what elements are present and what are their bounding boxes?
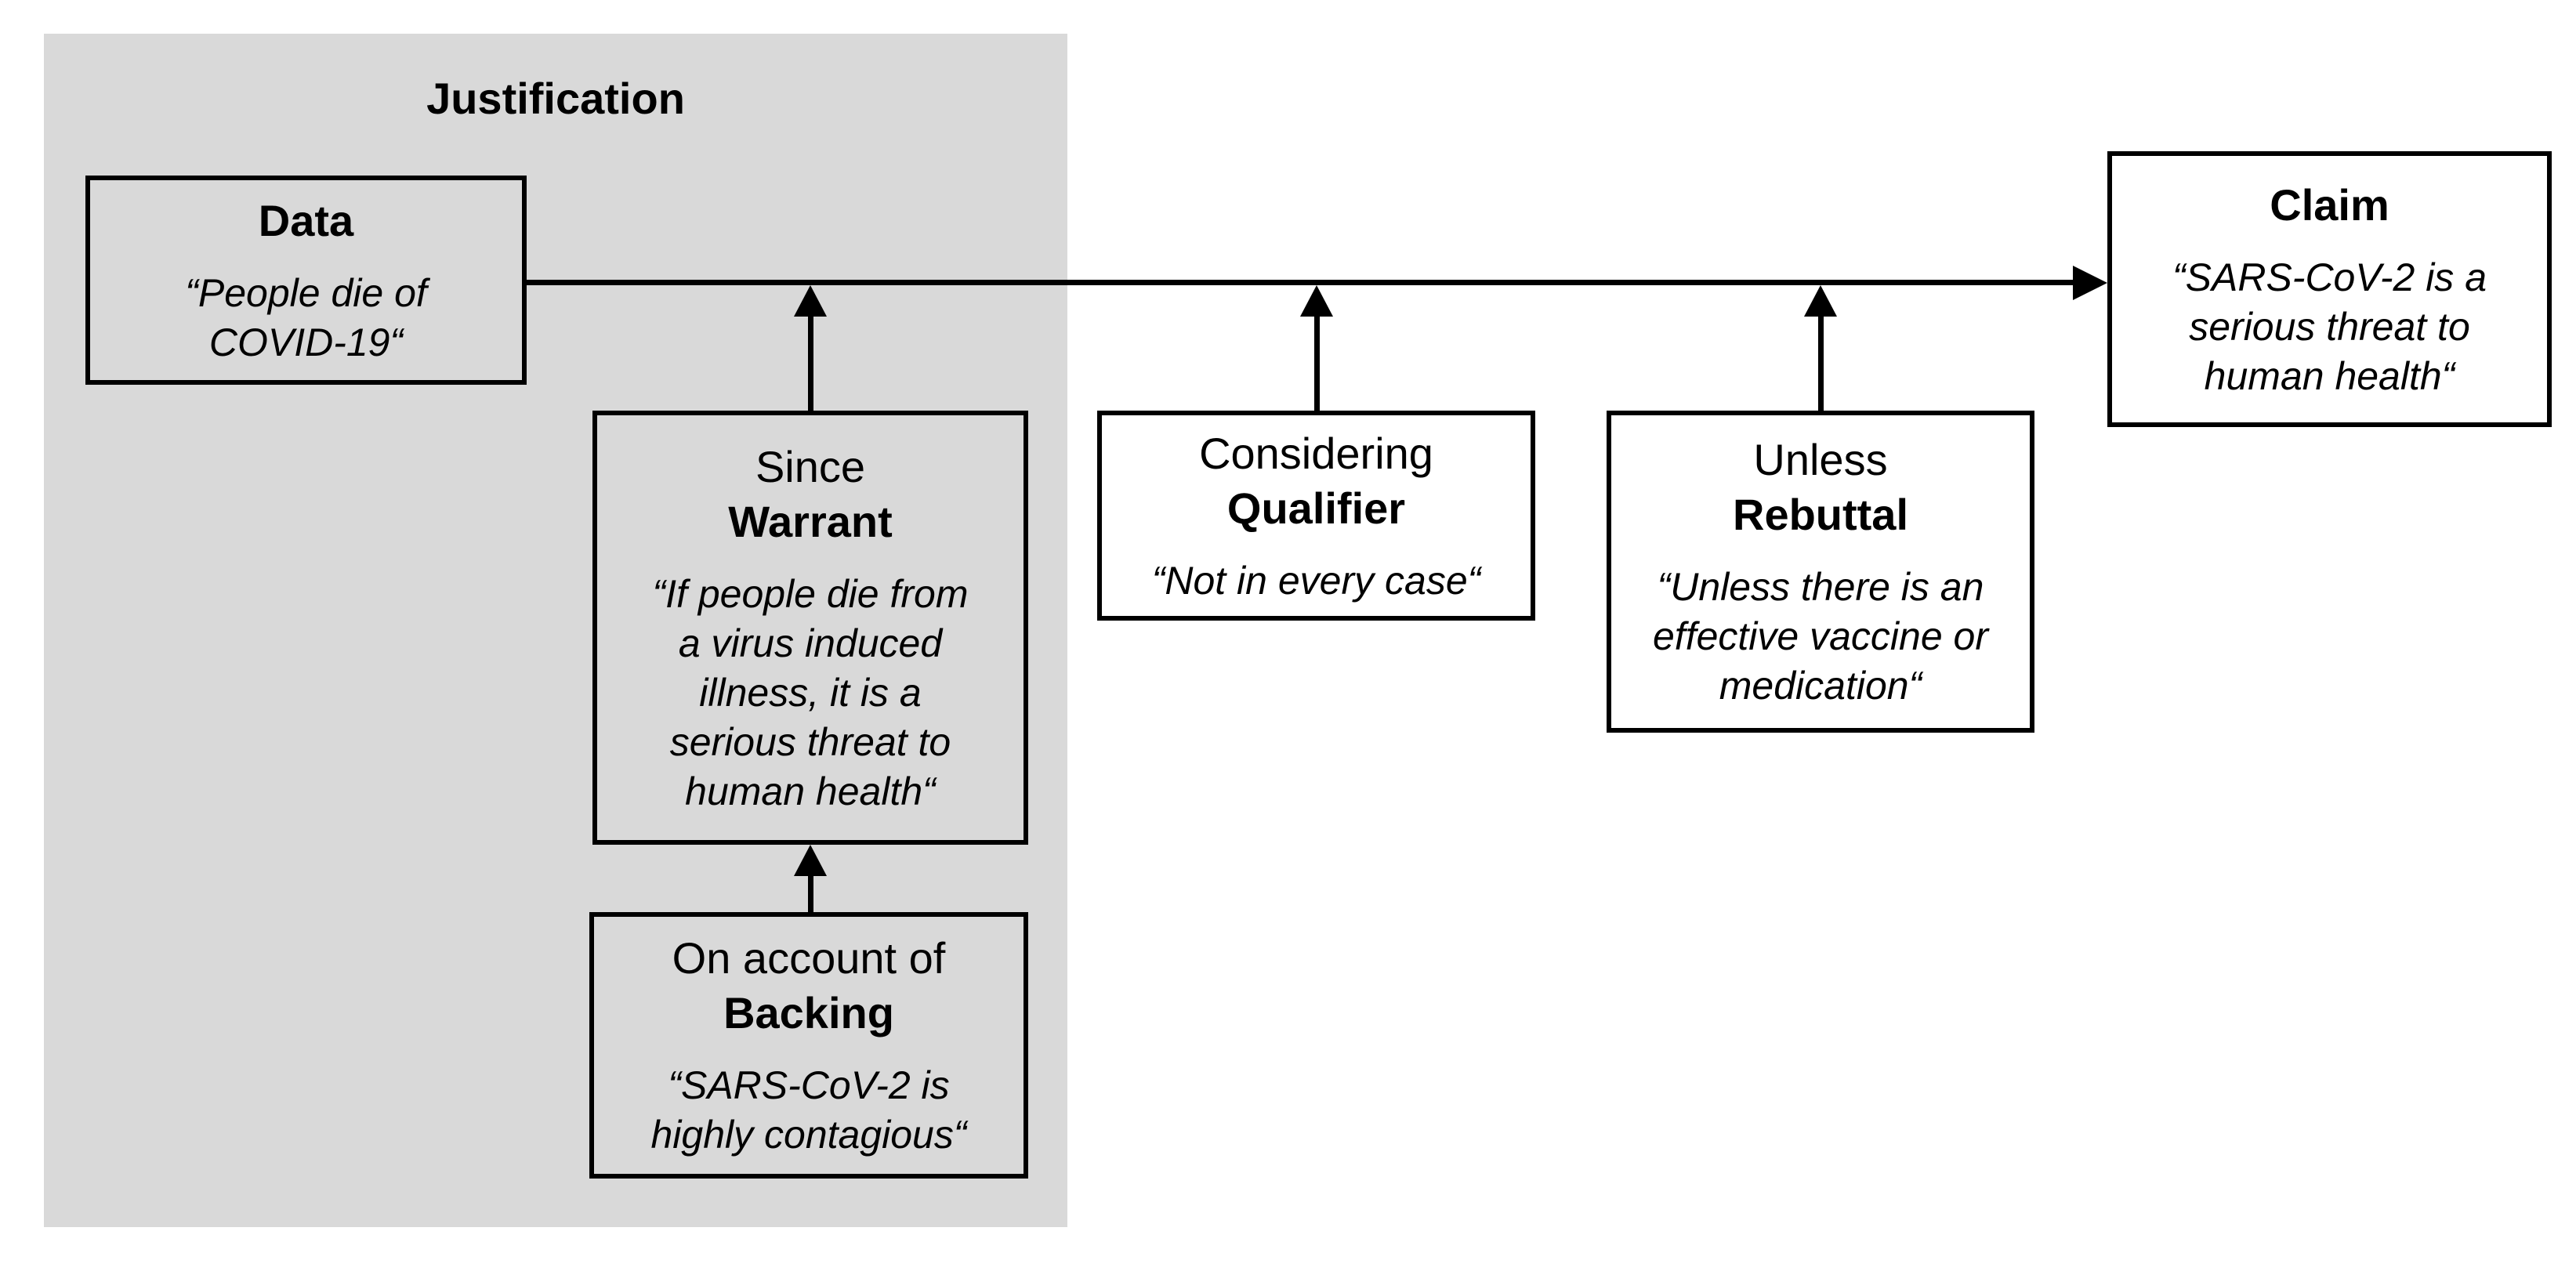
warrant-box: Since Warrant “If people die from a viru…: [592, 411, 1028, 845]
qualifier-to-main-arrow-line: [1314, 315, 1320, 412]
backing-box-quote: “SARS-CoV-2 is highly contagious“: [650, 1063, 967, 1157]
backing-box-intro: On account of: [672, 933, 946, 983]
claim-box: Claim “SARS-CoV-2 is a serious threat to…: [2107, 151, 2552, 427]
qualifier-arrowhead-icon: [1300, 285, 1333, 317]
backing-box: On account of Backing “SARS-CoV-2 is hig…: [589, 912, 1028, 1179]
backing-to-warrant-arrow-line: [808, 874, 813, 914]
data-box-heading: Data: [258, 195, 354, 245]
warrant-box-intro: Since: [755, 441, 866, 491]
rebuttal-arrowhead-icon: [1804, 285, 1837, 317]
qualifier-box-quote: “Not in every case“: [1151, 558, 1481, 603]
rebuttal-box: Unless Rebuttal “Unless there is an effe…: [1607, 411, 2034, 733]
rebuttal-box-heading: Rebuttal: [1733, 490, 1908, 539]
claim-box-heading: Claim: [2270, 179, 2389, 230]
qualifier-box-heading: Qualifier: [1226, 483, 1406, 533]
qualifier-box-intro: Considering: [1199, 428, 1433, 478]
justification-title: Justification: [426, 74, 685, 123]
warrant-to-main-arrow-line: [808, 315, 813, 412]
data-to-claim-arrowhead-icon: [2073, 266, 2107, 300]
warrant-arrowhead-icon: [794, 285, 827, 317]
rebuttal-to-main-arrow-line: [1818, 315, 1824, 412]
backing-arrowhead-icon: [794, 845, 827, 876]
claim-box-quote: “SARS-CoV-2 is a serious threat to human…: [2172, 255, 2487, 398]
data-to-claim-arrow-line: [525, 280, 2074, 285]
data-box: Data “People die of COVID-19“: [85, 176, 527, 385]
warrant-box-heading: Warrant: [728, 496, 893, 546]
rebuttal-box-intro: Unless: [1753, 435, 1888, 484]
rebuttal-box-quote: “Unless there is an effective vaccine or…: [1653, 565, 1988, 708]
data-box-quote: “People die of COVID-19“: [185, 270, 427, 364]
warrant-box-quote: “If people die from a virus induced illn…: [652, 571, 969, 813]
backing-box-heading: Backing: [723, 988, 894, 1037]
qualifier-box: Considering Qualifier “Not in every case…: [1097, 411, 1535, 621]
